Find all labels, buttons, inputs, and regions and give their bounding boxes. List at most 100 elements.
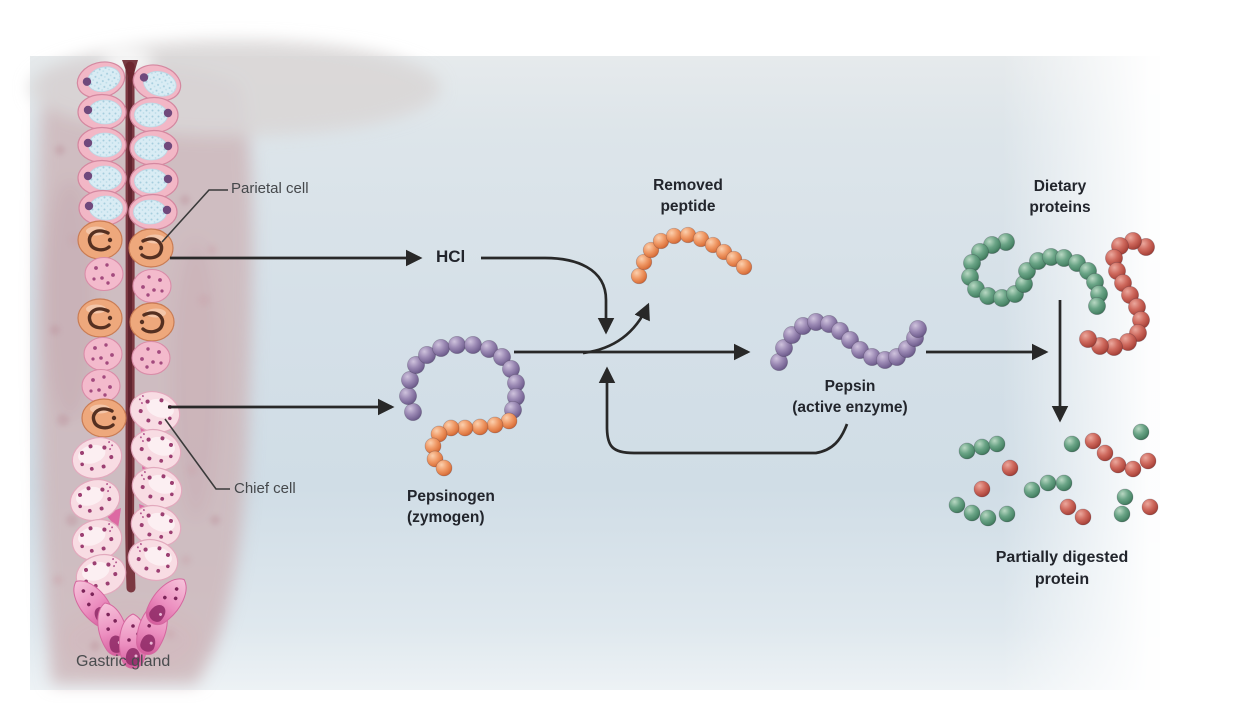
gland-lumen (122, 60, 138, 593)
orange-bead (435, 459, 453, 477)
green-bead (1039, 474, 1057, 492)
pepsinogen-label: Pepsinogen (zymogen) (407, 486, 495, 528)
red-bead (973, 480, 991, 498)
molecule-fragment-green-6 (1113, 488, 1134, 523)
orange-bead (735, 258, 753, 276)
molecule-dietary-green (961, 233, 1108, 315)
parietal-cell-leader (161, 189, 228, 243)
gland-cell-parietal (80, 397, 128, 439)
gland-cell-parietal (127, 227, 175, 269)
molecule-pepsinogen-orange-tail (424, 412, 518, 477)
molecule-fragment-red-5 (1141, 498, 1159, 516)
purple-bead (432, 339, 450, 357)
partially-digested-line2: protein (1034, 571, 1090, 588)
removed-peptide-line2: peptide (660, 198, 716, 215)
red-bead (1109, 456, 1127, 474)
orange-bead (642, 241, 660, 259)
pepsin-line2: (active enzyme) (792, 399, 908, 416)
red-bead (1059, 498, 1077, 516)
purple-bead (909, 320, 927, 338)
gland-cell-parietal (76, 219, 124, 261)
gland-cell-parietal (76, 297, 124, 339)
red-bead (1096, 444, 1114, 462)
purple-bead (775, 339, 793, 357)
green-bead (1018, 262, 1036, 280)
dietary-proteins-line2: proteins (1029, 199, 1091, 216)
purple-bead (464, 336, 482, 354)
molecule-removed-peptide (630, 226, 753, 285)
red-bead (1079, 330, 1097, 348)
dietary-proteins-line1: Dietary (1033, 178, 1087, 195)
purple-bead (401, 371, 419, 389)
orange-bead (456, 419, 474, 437)
gland-cell-pinkdot (83, 336, 123, 372)
gland-cell-mucous (78, 189, 128, 227)
gland-cell-pinkdot (131, 340, 171, 376)
molecule-layer (399, 226, 1159, 527)
chief-cell-label: Chief cell (234, 480, 296, 497)
green-bead (1063, 435, 1081, 453)
arrow-to-removed-peptide (582, 302, 650, 355)
dietary-proteins-label: Dietary proteins (999, 176, 1121, 218)
green-bead (1113, 505, 1131, 523)
molecule-fragment-green-3 (1023, 474, 1073, 499)
orange-bead (665, 227, 683, 245)
molecule-dietary-red (1079, 232, 1155, 356)
orange-bead (486, 416, 504, 434)
chief-cell-leader (164, 418, 230, 490)
purple-bead (404, 403, 422, 421)
red-bead (1141, 498, 1159, 516)
orange-bead (630, 267, 648, 285)
green-bead (963, 504, 981, 522)
arrow-hcl-to-junction (481, 256, 615, 335)
partially-digested-line1: Partially digested (995, 549, 1129, 566)
molecule-fragment-green-5 (1132, 423, 1150, 441)
green-bead (1116, 488, 1134, 506)
pepsinogen-line2: (zymogen) (407, 509, 485, 526)
gland-cell-mucous (77, 93, 127, 131)
red-bead (1001, 459, 1019, 477)
orange-bead (635, 253, 653, 271)
removed-peptide-line1: Removed (653, 177, 723, 194)
green-bead (1088, 297, 1106, 315)
green-bead (1023, 481, 1041, 499)
green-bead (1055, 474, 1073, 492)
tissue-mottling (50, 145, 220, 651)
gland-cell-mucous (128, 193, 178, 231)
parietal-cell-label: Parietal cell (231, 180, 309, 197)
purple-bead (448, 336, 466, 354)
molecule-pepsin (770, 313, 927, 371)
gland-cell-mucous (129, 129, 179, 167)
gland-cell-mucous (77, 126, 127, 164)
gland-cell-pinkdot (84, 256, 124, 292)
molecule-pepsinogen-purple (399, 336, 525, 421)
green-bead (958, 442, 976, 460)
hcl-label: HCl (436, 247, 466, 266)
molecule-fragment-green-2 (948, 496, 1016, 527)
red-bead (1139, 452, 1157, 470)
red-bead (1084, 432, 1102, 450)
purple-bead (418, 346, 436, 364)
molecule-fragment-red-3 (1084, 432, 1157, 478)
gland-cell-parietal (128, 301, 176, 343)
gland-cell-pinkdot (132, 268, 172, 304)
removed-peptide-label: Removed peptide (628, 175, 748, 217)
gastric-gland-label: Gastric gland (76, 653, 171, 670)
molecule-fragment-red-2 (973, 480, 991, 498)
pepsin-label: Pepsin (active enzyme) (764, 376, 936, 418)
green-bead (1132, 423, 1150, 441)
arrows (168, 249, 1069, 455)
gland-cell-mucous (129, 96, 179, 134)
green-bead (979, 509, 997, 527)
molecule-fragment-red-1 (1001, 459, 1019, 477)
molecule-fragment-green-1 (958, 435, 1006, 460)
red-bead (1074, 508, 1092, 526)
pepsinogen-line1: Pepsinogen (407, 488, 495, 505)
molecule-fragment-green-4 (1063, 435, 1081, 453)
gland-cell-mucous (129, 162, 179, 200)
purple-bead (493, 348, 511, 366)
molecule-fragment-red-4 (1059, 498, 1092, 526)
green-bead (973, 438, 991, 456)
